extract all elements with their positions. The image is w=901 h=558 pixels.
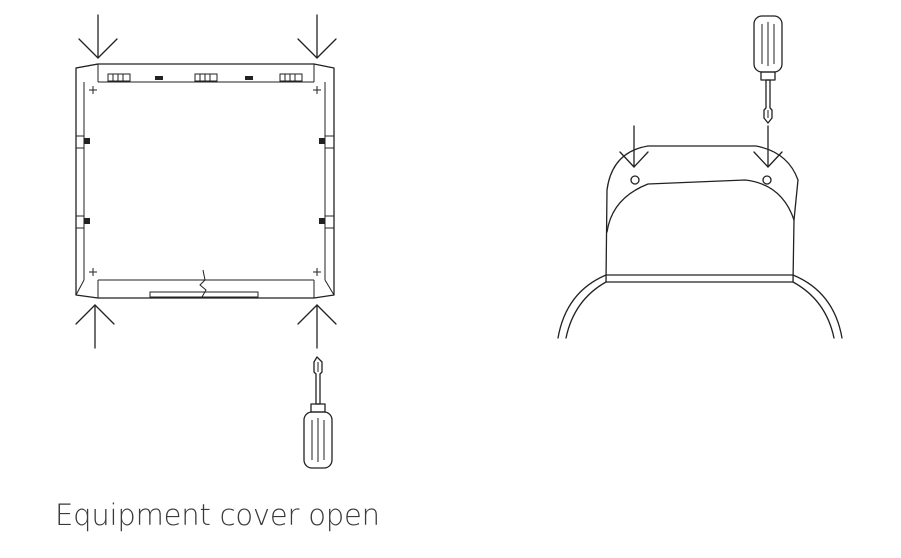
cover-panel (75, 63, 335, 299)
down-arrow-icon (619, 125, 649, 168)
down-arrow-icon (78, 14, 118, 59)
vent-slots (107, 73, 303, 82)
screwdriver-icon (303, 356, 333, 469)
down-arrow-icon (297, 14, 337, 59)
side-clips (76, 135, 334, 229)
corner-screw-marks (89, 86, 321, 276)
screwdriver-icon (753, 15, 783, 124)
figure-caption: Equipment cover open (55, 498, 380, 532)
down-arrow-icon (753, 125, 783, 168)
up-arrow-icon (75, 304, 115, 349)
cover-side-view (557, 145, 843, 339)
bottom-latch (149, 269, 259, 298)
up-arrow-icon (297, 304, 337, 349)
